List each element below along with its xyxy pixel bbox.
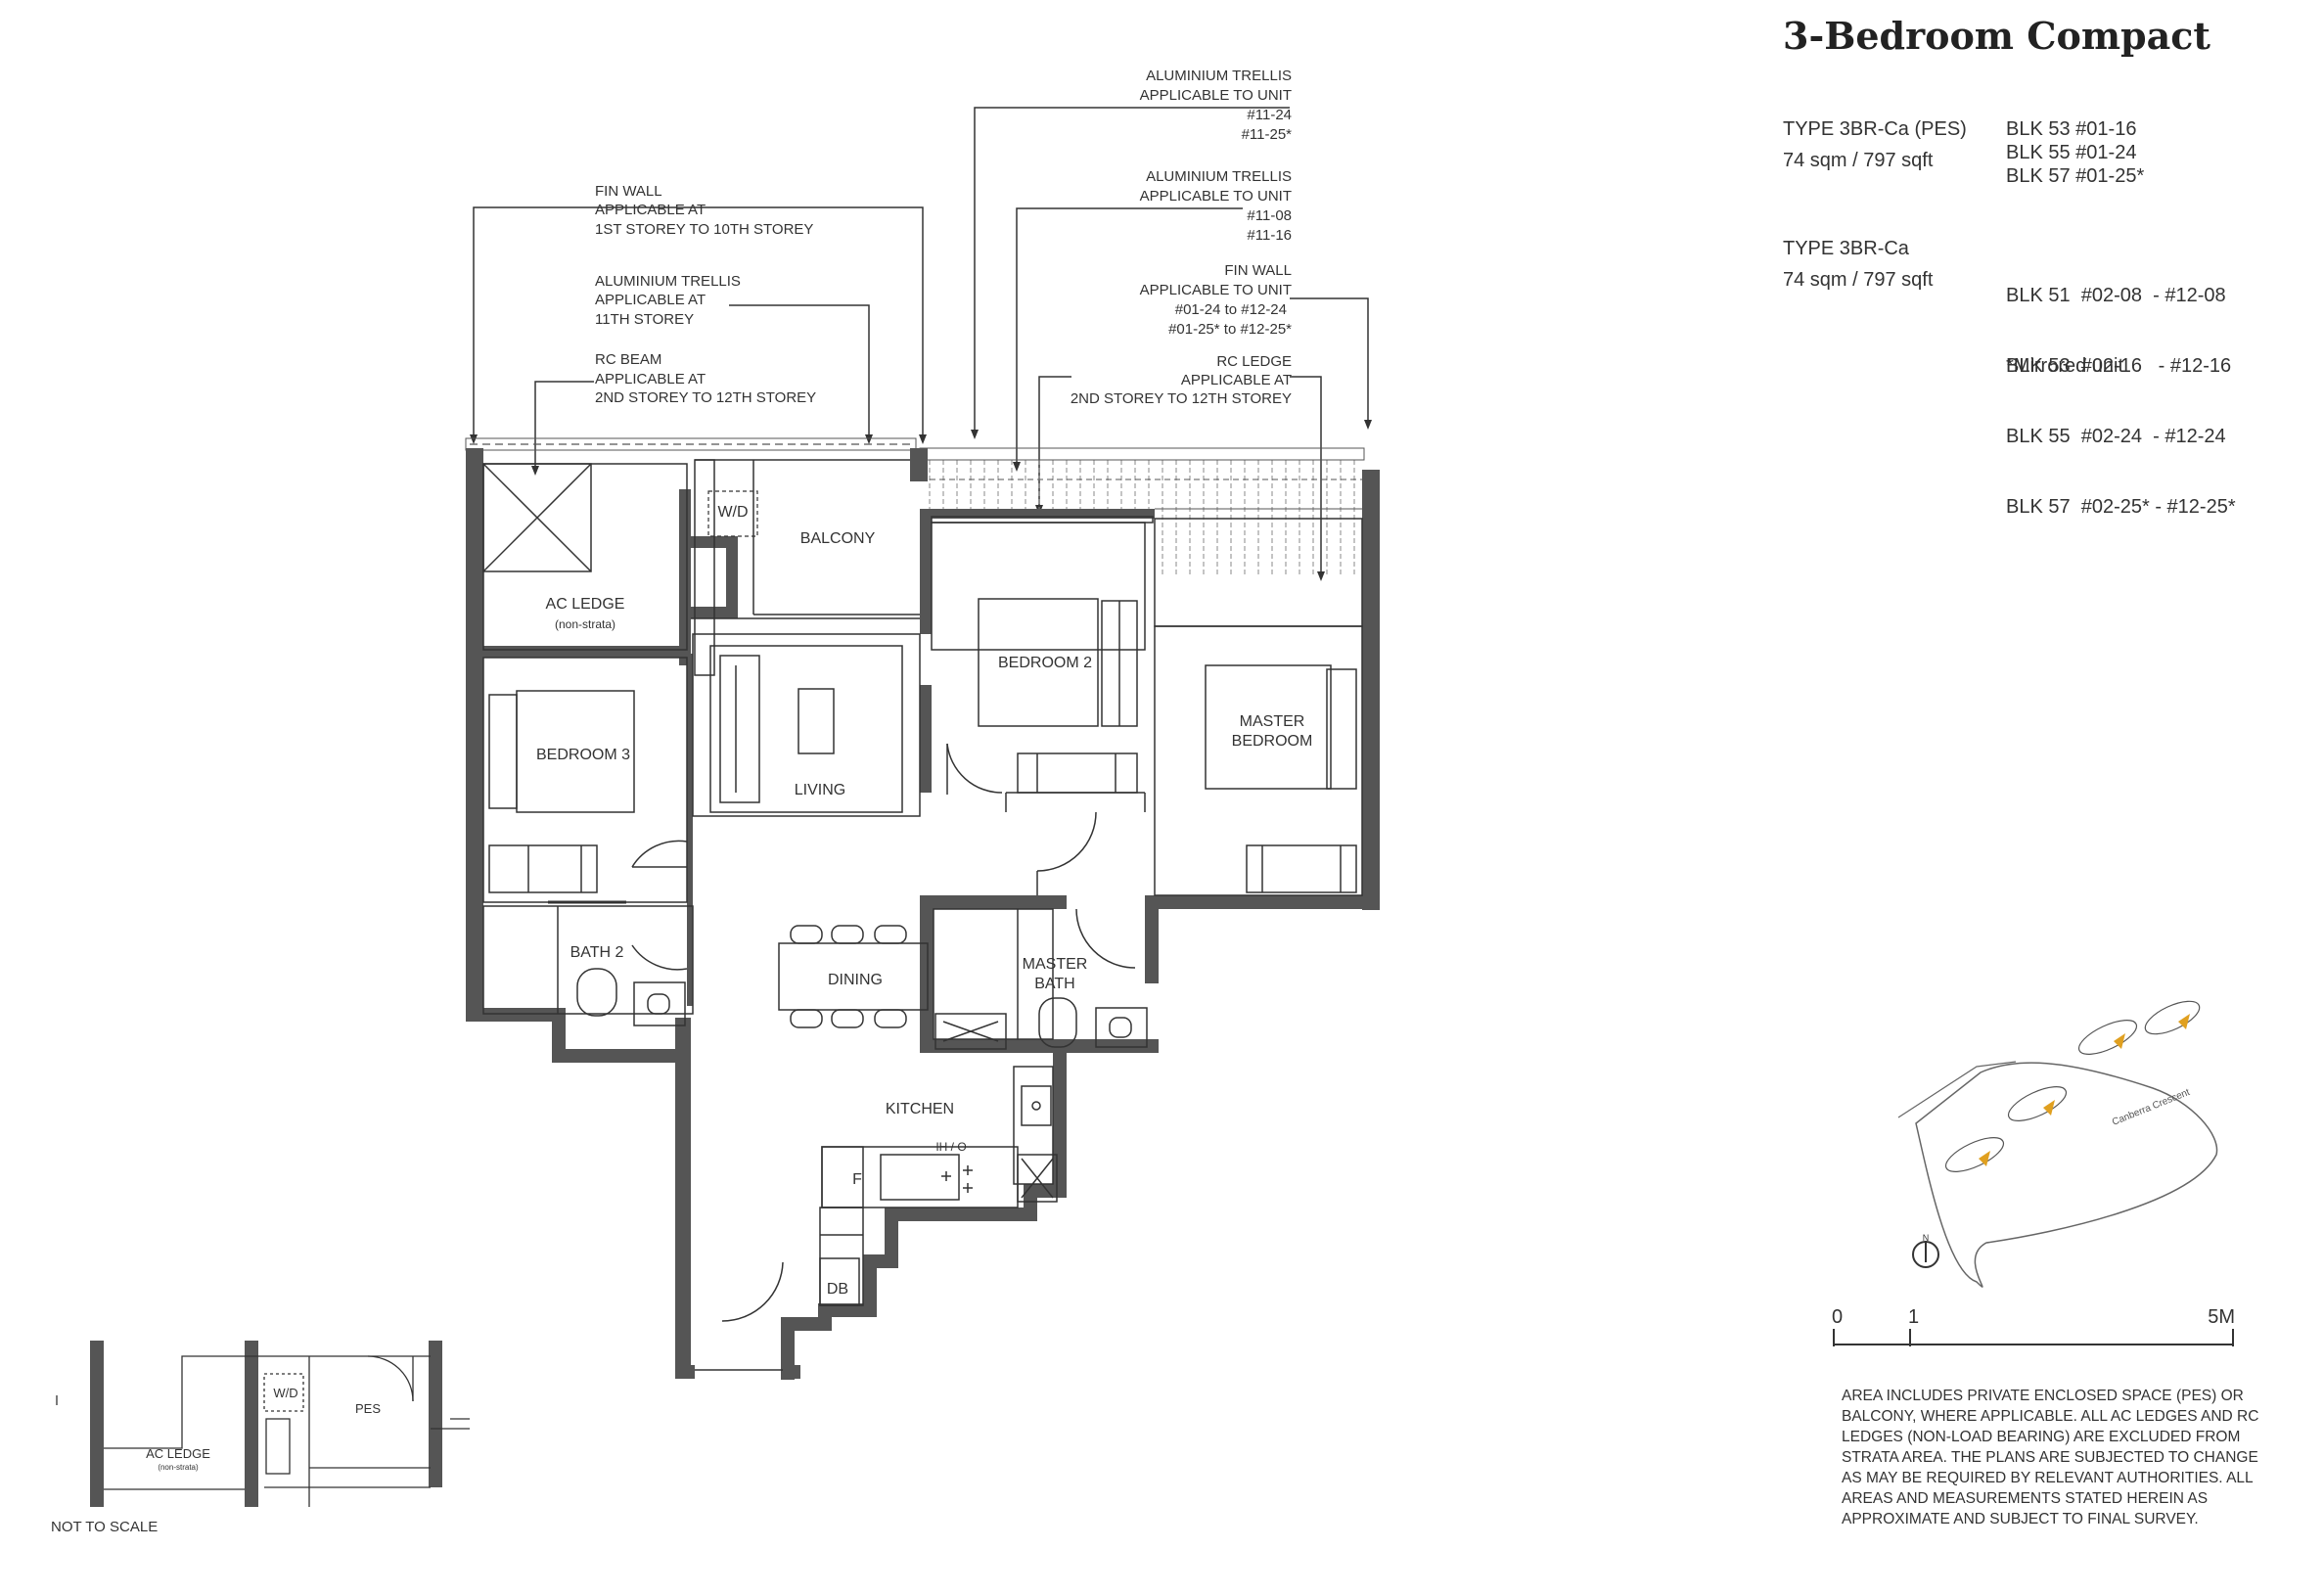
label-fridge: F: [852, 1171, 862, 1188]
callout-trellis-top-2: APPLICABLE TO UNIT: [1140, 87, 1292, 104]
inset-label-ac-ledge: AC LEDGE: [146, 1446, 210, 1461]
callout-trellis-top-3: #11-24: [1247, 107, 1292, 123]
label-master-bedroom-2: BEDROOM: [1232, 733, 1313, 750]
callout-trellis-mid-1: ALUMINIUM TRELLIS: [1146, 168, 1292, 185]
unit-line: BLK 53 #02-16 - #12-16: [2006, 355, 2232, 377]
page-title: 3-Bedroom Compact: [1783, 14, 2210, 58]
callout-fin-wall-left-2: APPLICABLE AT: [595, 202, 706, 218]
scale-label-5m: 5M: [2208, 1306, 2235, 1328]
type-area-1: 74 sqm / 797 sqft: [1783, 150, 1934, 171]
unit-line: BLK 53 #01-16: [2006, 118, 2137, 140]
walls: [466, 448, 1380, 1380]
unit-line: BLK 55 #02-24 - #12-24: [2006, 426, 2226, 447]
mirrored-note: *Mirrored unit: [2006, 355, 2124, 377]
type-name-2: TYPE 3BR-Ca: [1783, 238, 1909, 259]
rc-beam-line: [465, 437, 917, 451]
north-label: N: [1923, 1233, 1930, 1243]
type-units-2: BLK 51 #02-08 - #12-08 BLK 53 #02-16 - #…: [2006, 237, 2236, 542]
label-kitchen: KITCHEN: [886, 1101, 954, 1117]
label-dining: DINING: [828, 972, 883, 988]
callout-fin-wall-right-2: APPLICABLE TO UNIT: [1140, 282, 1292, 298]
label-ac-ledge: AC LEDGE: [546, 596, 625, 613]
scale-bar: 0 1 5M: [1832, 1306, 2235, 1346]
callout-trellis-mid-4: #11-16: [1247, 227, 1292, 244]
callout-rc-ledge-2: APPLICABLE AT: [1181, 372, 1292, 388]
unit-highlight-markers: [1979, 1014, 2190, 1166]
callout-rc-beam-2: APPLICABLE AT: [595, 371, 706, 387]
callout-trellis-top-4: #11-25*: [1242, 126, 1293, 143]
not-to-scale-note: NOT TO SCALE: [51, 1519, 159, 1535]
callout-rc-beam-1: RC BEAM: [595, 351, 661, 368]
inset-label-pes: PES: [355, 1401, 381, 1416]
label-bedroom-3: BEDROOM 3: [536, 747, 630, 763]
callout-fin-wall-left-1: FIN WALL: [595, 183, 662, 200]
disclaimer: AREA INCLUDES PRIVATE ENCLOSED SPACE (PE…: [1842, 1388, 2259, 1527]
callout-texts: ALUMINIUM TRELLIS APPLICABLE TO UNIT #11…: [595, 68, 1292, 407]
callout-rc-ledge-1: RC LEDGE: [1216, 353, 1292, 370]
type-units-1: BLK 53 #01-16 BLK 55 #01-24 BLK 57 #01-2…: [2006, 117, 2144, 188]
label-master-bedroom-1: MASTER: [1240, 713, 1305, 730]
unit-line: BLK 57 #02-25* - #12-25*: [2006, 496, 2236, 518]
label-hob: IH / O: [935, 1140, 966, 1154]
label-master-bath-1: MASTER: [1023, 956, 1088, 973]
room-labels: AC LEDGE (non-strata) W/D BALCONY BEDROO…: [536, 504, 1312, 1298]
callout-trellis-mid-2: APPLICABLE TO UNIT: [1140, 188, 1292, 205]
callout-trellis-11th-3: 11TH STOREY: [595, 311, 694, 328]
type-area-2: 74 sqm / 797 sqft: [1783, 269, 1934, 291]
site-key-plan: Canberra Crescent N: [1897, 1000, 2218, 1288]
unit-line: BLK 57 #01-25*: [2006, 165, 2145, 187]
interior-lines: [482, 459, 1363, 1371]
hob-icon: [941, 1165, 973, 1193]
road-label: Canberra Crescent: [2111, 1087, 2192, 1128]
rc-ledge-outline: [919, 447, 1365, 461]
label-ac-ledge-sub: (non-strata): [555, 617, 615, 631]
callout-rc-beam-3: 2ND STOREY TO 12TH STOREY: [595, 389, 816, 406]
callout-leaders: [473, 107, 1369, 577]
inset-label-wd: W/D: [273, 1386, 297, 1400]
callout-fin-wall-left-3: 1ST STOREY TO 10TH STOREY: [595, 221, 813, 238]
label-balcony: BALCONY: [800, 530, 876, 547]
label-master-bath-2: BATH: [1034, 976, 1074, 992]
callout-fin-wall-right-1: FIN WALL: [1224, 262, 1292, 279]
label-living: LIVING: [795, 782, 845, 798]
scale-label-1: 1: [1908, 1306, 1919, 1328]
callout-rc-ledge-3: 2ND STOREY TO 12TH STOREY: [1071, 390, 1292, 407]
inset-label-ac-ledge-sub: (non-strata): [158, 1463, 199, 1472]
callout-trellis-11th-2: APPLICABLE AT: [595, 292, 706, 308]
wd-box: [707, 490, 758, 537]
unit-line: BLK 55 #01-24: [2006, 142, 2137, 163]
scale-label-0: 0: [1832, 1306, 1843, 1328]
callout-trellis-11th-1: ALUMINIUM TRELLIS: [595, 273, 741, 290]
label-db: DB: [827, 1281, 848, 1298]
callout-trellis-mid-3: #11-08: [1247, 207, 1292, 224]
callout-fin-wall-right-4: #01-25* to #12-25*: [1168, 321, 1292, 338]
callout-fin-wall-right-3: #01-24 to #12-24: [1175, 301, 1287, 318]
building-blocks: [1944, 1000, 2201, 1172]
label-wd: W/D: [717, 504, 748, 521]
inset-plan: W/D PES AC LEDGE (non-strata): [56, 1341, 470, 1507]
callout-trellis-top-1: ALUMINIUM TRELLIS: [1146, 68, 1292, 84]
unit-line: BLK 51 #02-08 - #12-08: [2006, 285, 2226, 306]
type-name-1: TYPE 3BR-Ca (PES): [1783, 118, 1967, 140]
label-bath-2: BATH 2: [570, 944, 624, 961]
label-bedroom-2: BEDROOM 2: [998, 655, 1092, 671]
